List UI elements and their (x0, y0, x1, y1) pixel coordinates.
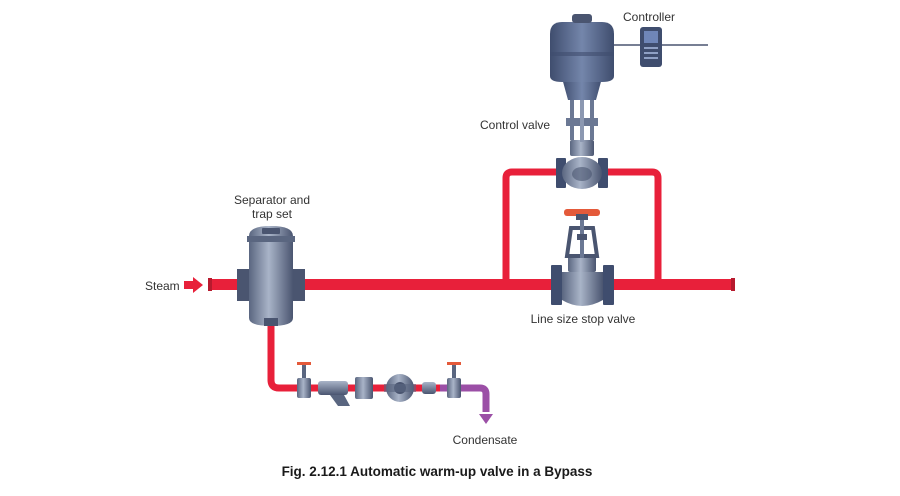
separator-label-line2: trap set (252, 207, 293, 221)
check-valve-icon (422, 382, 436, 394)
separator-vessel (237, 226, 305, 326)
trap-set-inlet-valve-icon (297, 362, 311, 398)
figure-caption: Fig. 2.12.1 Automatic warm-up valve in a… (282, 464, 593, 479)
controller-label: Controller (623, 10, 675, 24)
controller-unit (640, 27, 662, 67)
steam-label: Steam (145, 279, 180, 293)
control-valve-label: Control valve (480, 118, 550, 132)
condensate-pipe (440, 384, 493, 424)
separator-drain-pipe (267, 318, 440, 392)
condensate-label: Condensate (453, 433, 518, 447)
actuator (550, 14, 614, 82)
strainer-icon (318, 381, 350, 406)
trap-set-outlet-valve-icon (447, 362, 461, 398)
stop-valve-label: Line size stop valve (531, 312, 636, 326)
control-valve (556, 78, 608, 189)
sight-glass-icon (355, 377, 373, 399)
line-size-stop-valve (551, 209, 614, 306)
separator-label-line1: Separator and (234, 193, 310, 207)
steam-trap-icon (384, 374, 416, 402)
steam-arrow-icon (184, 277, 203, 293)
condensate-arrow-icon (479, 414, 493, 424)
